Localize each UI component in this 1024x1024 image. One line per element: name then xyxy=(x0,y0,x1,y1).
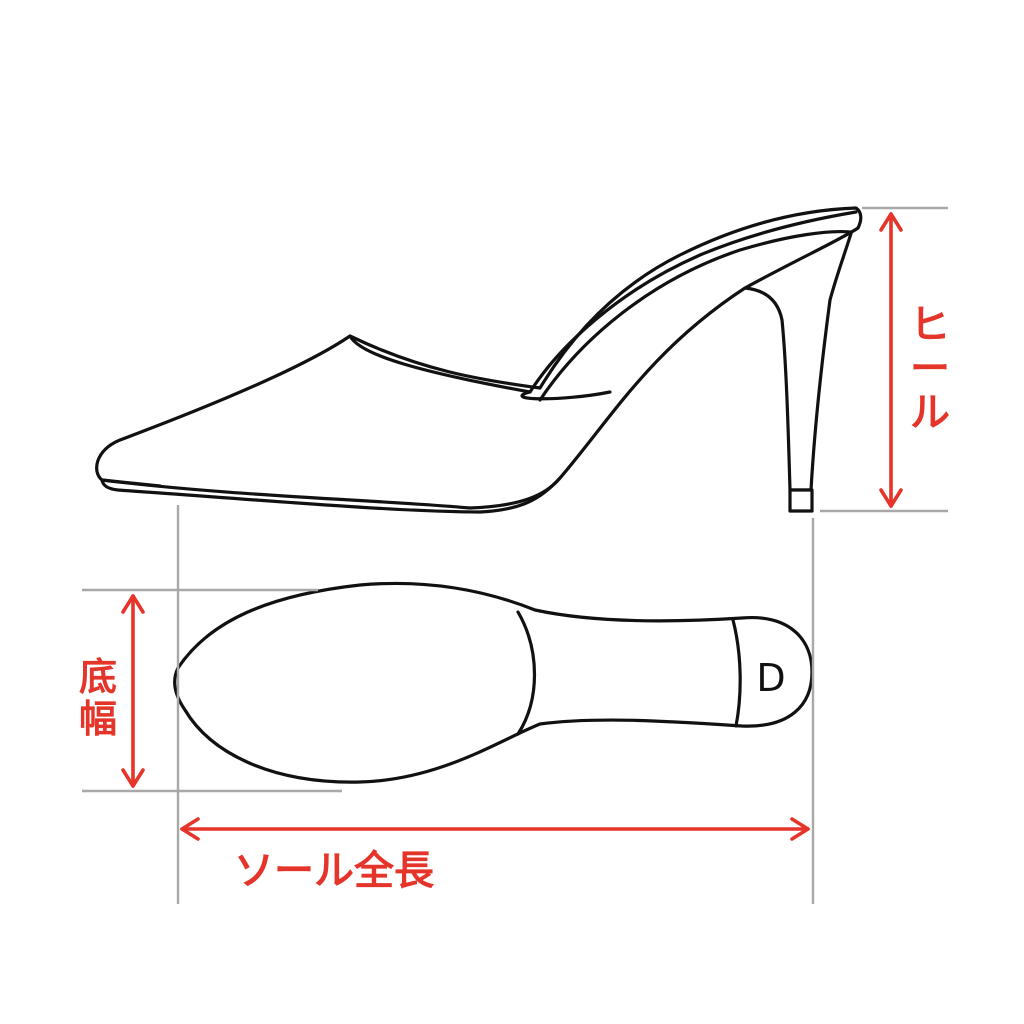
sole-top-view: D xyxy=(173,581,814,784)
dimension-labels: ヒ ー ル 底 幅 ソール全長 xyxy=(79,302,950,894)
heel-label-char-1: ヒ xyxy=(910,302,950,348)
sole-width-label-char-1: 底 xyxy=(79,655,117,699)
sole-mark-text: D xyxy=(756,656,785,700)
heel-label-char-2: ー xyxy=(910,346,950,392)
shoe-toe-line xyxy=(100,478,162,488)
sole-heel-seam xyxy=(731,618,742,728)
sole-outline xyxy=(173,581,814,784)
guide-lines xyxy=(82,206,948,904)
shoe-sole-line xyxy=(100,476,562,514)
shoe-collar xyxy=(348,210,858,394)
sole-length-label: ソール全長 xyxy=(234,848,435,894)
shoe-inner-strap xyxy=(538,230,852,402)
shoe-side-view xyxy=(95,206,863,514)
dimension-arrows xyxy=(121,212,903,841)
shoe-upper xyxy=(95,206,863,510)
sole-width-arrow xyxy=(121,594,145,788)
heel-label-char-3: ル xyxy=(910,390,950,436)
heel-tip xyxy=(788,488,814,513)
sole-forefoot-seam xyxy=(516,610,537,736)
sole-width-label-char-2: 幅 xyxy=(79,697,117,741)
sole-length-arrow xyxy=(180,817,810,841)
heel-height-arrow xyxy=(879,212,903,508)
